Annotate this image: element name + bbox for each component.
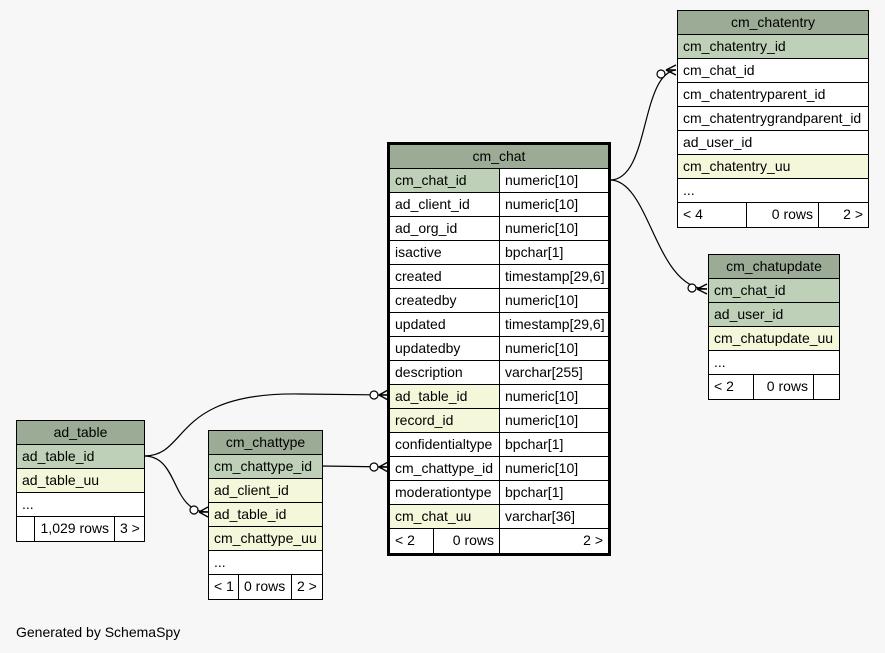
- crowfoot-marker: [378, 389, 389, 401]
- column-row[interactable]: ad_table_id: [209, 503, 322, 527]
- table-ad-table[interactable]: ad_table ad_table_id ad_table_uu ... 1,0…: [16, 420, 145, 542]
- table-footer: < 4 0 rows 2 >: [678, 203, 868, 227]
- edge-chat-chatentry: [609, 69, 677, 181]
- generated-by-footer: Generated by SchemaSpy: [16, 624, 181, 640]
- parents-link[interactable]: < 2: [709, 375, 754, 399]
- column-row[interactable]: cm_chatupdate_uu: [709, 327, 839, 351]
- edge-adtable-chat: [143, 393, 389, 457]
- row-count: 0 rows: [239, 575, 292, 599]
- crowfoot-marker: [665, 64, 677, 76]
- crowfoot-marker: [378, 461, 389, 473]
- table-header[interactable]: cm_chatentry: [678, 11, 868, 35]
- column-row[interactable]: cm_chatentryparent_id: [678, 83, 868, 107]
- optional-marker: [189, 505, 199, 515]
- column-row[interactable]: cm_chat_id: [678, 59, 868, 83]
- parents-link[interactable]: < 4: [678, 203, 747, 227]
- table-header[interactable]: cm_chatupdate: [709, 255, 839, 279]
- column-row[interactable]: cm_chattype_id: [209, 455, 322, 479]
- parents-link[interactable]: < 2: [390, 529, 434, 553]
- crowfoot-marker: [696, 283, 708, 295]
- column-row[interactable]: ad_user_id: [709, 303, 839, 327]
- children-link[interactable]: 2 >: [297, 578, 317, 594]
- row-count: 0 rows: [754, 375, 814, 399]
- parents-link[interactable]: < 1: [209, 575, 239, 599]
- row-count: 1,029 rows: [35, 517, 115, 541]
- optional-marker: [687, 283, 697, 293]
- row-count: 0 rows: [434, 529, 500, 553]
- optional-marker: [656, 69, 666, 79]
- column-row[interactable]: cm_chatentry_uu: [678, 155, 868, 179]
- table-cm-chatupdate[interactable]: cm_chatupdate cm_chat_id ad_user_id cm_c…: [708, 254, 840, 400]
- table-footer: 1,029 rows 3 >: [17, 517, 144, 541]
- column-row[interactable]: cm_chat_id: [709, 279, 839, 303]
- children-link[interactable]: 3 >: [120, 520, 140, 536]
- table-footer: < 2 0 rows 2 >: [390, 529, 608, 553]
- column-row[interactable]: ...: [17, 493, 144, 517]
- table-header[interactable]: ad_table: [17, 421, 144, 445]
- column-row[interactable]: ...: [709, 351, 839, 375]
- table-header[interactable]: cm_chat: [390, 145, 608, 169]
- children-link[interactable]: 2 >: [583, 532, 603, 548]
- column-row[interactable]: cm_chatentrygrandparent_id: [678, 107, 868, 131]
- children-link[interactable]: 2 >: [843, 206, 863, 222]
- table-cm-chattype[interactable]: cm_chattype cm_chattype_id ad_client_id …: [208, 430, 323, 600]
- edge-adtable-chattype: [143, 455, 209, 513]
- parents-link[interactable]: [17, 517, 35, 541]
- column-row[interactable]: ad_table_id: [17, 445, 144, 469]
- column-row[interactable]: ...: [209, 551, 322, 575]
- table-cm-chatentry[interactable]: cm_chatentry cm_chatentry_id cm_chat_id …: [677, 10, 869, 228]
- table-footer: < 2 0 rows: [709, 375, 839, 399]
- crowfoot-marker: [198, 506, 209, 518]
- optional-marker: [369, 390, 379, 400]
- children-link[interactable]: [814, 375, 839, 399]
- column-row[interactable]: ...: [678, 179, 868, 203]
- column-row[interactable]: cm_chattype_uu: [209, 527, 322, 551]
- table-header[interactable]: cm_chattype: [209, 431, 322, 455]
- optional-marker: [369, 462, 379, 472]
- row-count: 0 rows: [747, 203, 819, 227]
- column-row[interactable]: ad_table_uu: [17, 469, 144, 493]
- column-row[interactable]: cm_chatentry_id: [678, 35, 868, 59]
- table-footer: < 1 0 rows 2 >: [209, 575, 322, 599]
- column-row[interactable]: ad_client_id: [209, 479, 322, 503]
- column-row[interactable]: ad_user_id: [678, 131, 868, 155]
